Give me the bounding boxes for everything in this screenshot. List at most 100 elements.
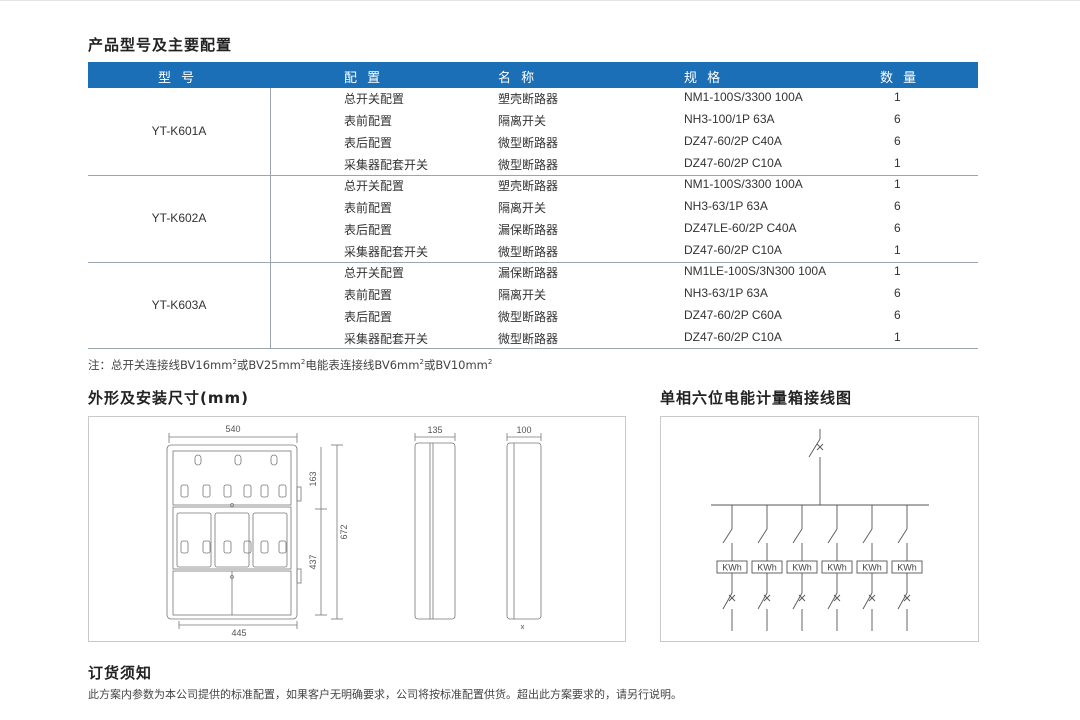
meter-box: [716, 560, 748, 574]
meter-box: [856, 560, 888, 574]
cell-qty: 1: [894, 243, 901, 257]
dimension-drawing: 540 445 163 437 672 135 100: [166, 424, 542, 638]
model-cell: YT-K603A: [151, 298, 207, 312]
note-sup-2: 2: [300, 358, 306, 367]
note-sup-4: 2: [487, 358, 493, 367]
note-part-3: 或BV10mm: [423, 358, 488, 372]
cell-config: 表后配置: [344, 310, 393, 324]
cabinet-front-outline: [166, 444, 298, 620]
cell-qty: 6: [894, 221, 901, 235]
product-section-title: 产品型号及主要配置: [88, 36, 233, 54]
cell-name: 微型断路器: [498, 332, 559, 346]
cell-config: 表前配置: [344, 114, 393, 128]
table-header: 型 号 配 置 名 称 规 格 数 量: [88, 62, 978, 88]
cell-spec: DZ47-60/2P C40A: [684, 134, 782, 148]
meter-label: KWh: [722, 563, 742, 573]
header-spec: 规 格: [684, 71, 724, 86]
header-qty: 数 量: [880, 71, 920, 86]
cell-config: 采集器配套开关: [344, 245, 429, 259]
side-view-b: [506, 442, 542, 620]
wiring-diagram-panel: KWh KWh KWh KWh KWh KWh: [660, 416, 979, 642]
meter-branch: KWh: [891, 505, 923, 631]
cell-name: 微型断路器: [498, 158, 559, 172]
meter-branch: KWh: [856, 505, 888, 631]
meter-branch: KWh: [716, 505, 748, 631]
cell-spec: NM1LE-100S/3N300 100A: [684, 264, 827, 278]
cell-spec: NH3-100/1P 63A: [684, 112, 775, 126]
cell-name: 微型断路器: [498, 310, 559, 324]
cell-name: 隔离开关: [498, 288, 547, 302]
cell-qty: 6: [894, 199, 901, 213]
meter-box: [891, 560, 923, 574]
cell-config: 总开关配置: [344, 179, 405, 193]
dim-width-top: 540: [225, 424, 240, 434]
top-divider: [0, 0, 1080, 1]
dim-width-bottom: 445: [231, 628, 246, 638]
cell-spec: DZ47-60/2P C10A: [684, 330, 782, 344]
meter-label: KWh: [827, 563, 847, 573]
note-sup-3: 2: [419, 358, 424, 367]
cell-config: 采集器配套开关: [344, 158, 429, 172]
meter-box: [751, 560, 783, 574]
dim-depth-b: 100: [516, 425, 531, 435]
order-note-text: 此方案内参数为本公司提供的标准配置，如果客户无明确要求，公司将按标准配置供货。超…: [88, 688, 682, 701]
meter-box: [786, 560, 818, 574]
meter-label: KWh: [862, 563, 882, 573]
meter-branch: KWh: [821, 505, 853, 631]
cell-config: 表前配置: [344, 201, 393, 215]
meter-box: [821, 560, 853, 574]
cell-config: 表后配置: [344, 136, 393, 150]
cell-config: 表后配置: [344, 223, 393, 237]
cabinet-top-panel: [172, 450, 292, 506]
header-name: 名 称: [498, 71, 538, 86]
cell-qty: 6: [894, 134, 901, 148]
meter-label: KWh: [897, 563, 917, 573]
cell-spec: NM1-100S/3300 100A: [684, 90, 803, 104]
side-view-a: [414, 442, 456, 620]
header-config: 配 置: [344, 71, 384, 86]
dim-depth-a: 135: [427, 425, 442, 435]
cell-qty: 1: [894, 156, 901, 170]
cell-spec: DZ47-60/2P C10A: [684, 243, 782, 257]
cell-spec: NH3-63/1P 63A: [684, 199, 768, 213]
wiring-section-title: 单相六位电能计量箱接线图: [660, 389, 853, 407]
cell-name: 隔离开关: [498, 114, 547, 128]
cell-name: 塑壳断路器: [498, 92, 559, 106]
cell-name: 微型断路器: [498, 136, 559, 150]
column-divider: [270, 88, 271, 175]
column-divider: [270, 175, 271, 262]
cell-name: 塑壳断路器: [498, 179, 559, 193]
cell-qty: 6: [894, 308, 901, 322]
cell-qty: 1: [894, 264, 901, 278]
cell-name: 漏保断路器: [498, 266, 559, 280]
header-model: 型 号: [158, 71, 198, 86]
cell-name: 隔离开关: [498, 201, 547, 215]
cell-name: 微型断路器: [498, 245, 559, 259]
meter-branch: KWh: [786, 505, 818, 631]
cell-spec: NH3-63/1P 63A: [684, 286, 768, 300]
table-group: YT-K602A 总开关配置 塑壳断路器 NM1-100S/3300 100A 1 表前配…: [88, 175, 978, 263]
note-part-1: 或BV25mm: [236, 358, 301, 372]
dimension-section-title: 外形及安装尺寸(mm): [88, 389, 249, 407]
cell-spec: DZ47LE-60/2P C40A: [684, 221, 797, 235]
cell-qty: 1: [894, 330, 901, 344]
model-cell: YT-K602A: [151, 211, 207, 225]
meter-label: KWh: [757, 563, 777, 573]
dim-height: 672: [339, 524, 349, 539]
cell-config: 采集器配套开关: [344, 332, 429, 346]
cell-qty: 1: [894, 90, 901, 104]
meter-label: KWh: [792, 563, 812, 573]
meter-branch: KWh: [751, 505, 783, 631]
wire-note: 注：总开关连接线BV16mm2或BV25mm2电能表连接线BV6mm2或BV10…: [88, 357, 492, 373]
dim-right-mid: 437: [308, 554, 318, 569]
order-section-title: 订货须知: [88, 664, 153, 682]
cell-spec: NM1-100S/3300 100A: [684, 177, 803, 191]
cell-config: 总开关配置: [344, 92, 405, 106]
dim-right-top: 163: [308, 471, 318, 486]
cell-qty: 6: [894, 286, 901, 300]
dimension-drawing-panel: 540 445 163 437 672 135 100: [88, 416, 626, 642]
